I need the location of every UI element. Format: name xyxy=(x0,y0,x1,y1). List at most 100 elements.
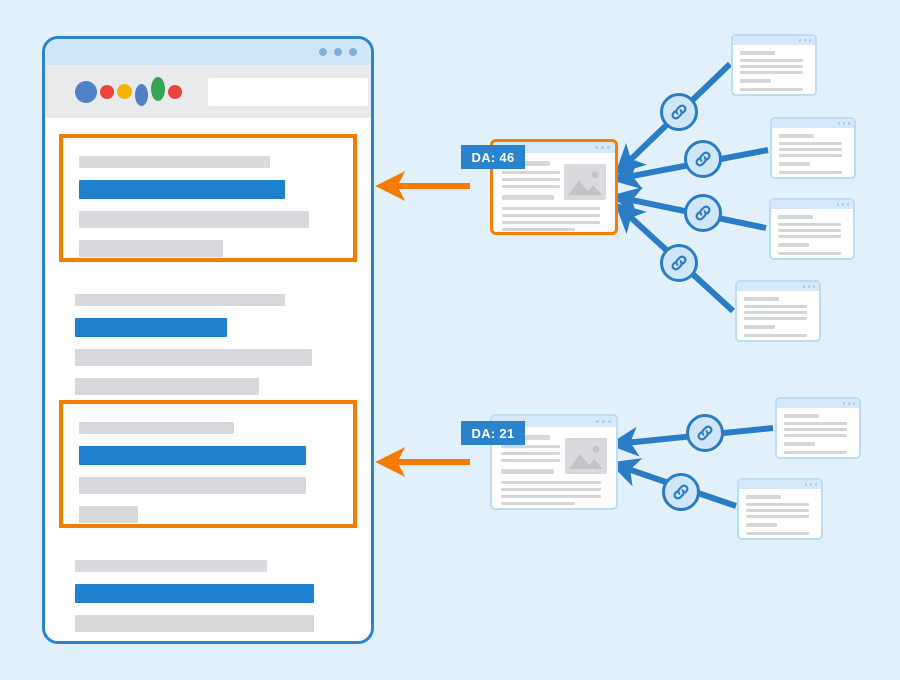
result-title-line[interactable] xyxy=(79,180,286,199)
browser-toolbar xyxy=(45,65,371,118)
result-desc-line xyxy=(75,378,259,395)
page-titlebar xyxy=(777,399,859,408)
link-badge-3 xyxy=(684,194,722,232)
chain-link-icon xyxy=(695,151,711,167)
page-dot-2 xyxy=(841,203,844,206)
link-badge-6 xyxy=(662,473,700,511)
result-url-line xyxy=(75,560,267,572)
page-dot-1 xyxy=(802,285,805,288)
page-titlebar xyxy=(772,119,854,128)
page-titlebar xyxy=(739,480,821,489)
page-text-line xyxy=(502,221,600,224)
page-text-line xyxy=(746,532,809,535)
page-body xyxy=(772,128,854,177)
page-text-line xyxy=(744,305,807,308)
page-dot-2 xyxy=(803,39,806,42)
page-text-line xyxy=(784,457,847,459)
result-url-line xyxy=(75,294,286,306)
page-text-line xyxy=(744,325,776,329)
result-desc-line xyxy=(79,211,309,228)
search-input[interactable] xyxy=(208,77,368,106)
page-text-line xyxy=(740,71,803,74)
search-results-list xyxy=(45,118,371,641)
page-text-line xyxy=(746,503,809,506)
page-dot-1 xyxy=(804,483,807,486)
window-dot-3 xyxy=(349,48,357,56)
link-badge-5 xyxy=(686,414,724,452)
page-text-line xyxy=(746,495,782,499)
page-text-line xyxy=(501,435,550,440)
da-badge-46: DA: 46 xyxy=(461,145,525,169)
page-text-line xyxy=(778,215,814,219)
page-dot-2 xyxy=(847,402,850,405)
search-engine-logo xyxy=(75,77,182,107)
search-result-4[interactable] xyxy=(59,542,357,641)
result-title-line[interactable] xyxy=(75,318,227,337)
referring-site-card-4[interactable] xyxy=(735,280,821,342)
page-text-line xyxy=(779,154,842,157)
serp-browser-window xyxy=(42,36,374,644)
page-text-line xyxy=(501,445,561,448)
page-text-line xyxy=(784,414,820,418)
page-dot-2 xyxy=(601,146,604,149)
page-text-line xyxy=(779,171,842,174)
page-body xyxy=(733,45,815,94)
page-dot-1 xyxy=(842,402,845,405)
page-text-line xyxy=(740,51,776,55)
search-result-1[interactable] xyxy=(59,134,357,262)
chain-link-icon xyxy=(671,255,687,271)
result-desc-line xyxy=(79,240,224,257)
page-text-line xyxy=(502,171,561,174)
page-text-line xyxy=(502,161,550,166)
referring-site-card-2[interactable] xyxy=(770,117,856,179)
page-text-line xyxy=(779,162,811,166)
page-text-line xyxy=(744,340,807,342)
page-dot-1 xyxy=(798,39,801,42)
page-text-line xyxy=(744,317,807,320)
page-text-line xyxy=(784,451,847,454)
result-url-line xyxy=(79,156,270,168)
browser-titlebar xyxy=(45,39,371,65)
page-text-line xyxy=(744,334,807,337)
page-text-line xyxy=(779,134,815,138)
referring-site-card-1[interactable] xyxy=(731,34,817,96)
page-text-line xyxy=(502,178,561,181)
referring-site-card-6[interactable] xyxy=(737,478,823,540)
page-text-line xyxy=(778,223,841,226)
page-image-placeholder xyxy=(564,164,606,200)
page-text-line xyxy=(502,185,561,188)
page-dot-3 xyxy=(814,483,817,486)
referring-site-card-3[interactable] xyxy=(769,198,855,260)
page-text-line xyxy=(740,88,803,91)
page-text-line xyxy=(744,297,780,301)
result-desc-line xyxy=(79,477,307,494)
search-result-3[interactable] xyxy=(59,400,357,528)
ranking-page-da-46[interactable] xyxy=(490,139,618,235)
page-dot-1 xyxy=(596,420,599,423)
page-dot-3 xyxy=(812,285,815,288)
page-text-line xyxy=(778,258,841,260)
link-badge-1 xyxy=(660,93,698,131)
page-body xyxy=(739,489,821,538)
page-titlebar xyxy=(737,282,819,291)
page-text-line xyxy=(778,252,841,255)
page-titlebar xyxy=(733,36,815,45)
referring-site-card-5[interactable] xyxy=(775,397,861,459)
page-text-line xyxy=(501,459,561,462)
window-dot-1 xyxy=(319,48,327,56)
page-dot-2 xyxy=(602,420,605,423)
page-dot-3 xyxy=(608,420,611,423)
result-title-line[interactable] xyxy=(79,446,307,465)
result-title-line[interactable] xyxy=(75,584,315,603)
link-badge-2 xyxy=(684,140,722,178)
page-text-line xyxy=(502,228,575,231)
page-text-line xyxy=(778,243,810,247)
page-dot-2 xyxy=(807,285,810,288)
search-result-2[interactable] xyxy=(59,276,357,398)
page-dot-1 xyxy=(836,203,839,206)
page-body xyxy=(493,153,615,232)
page-text-line xyxy=(744,311,807,314)
page-dot-3 xyxy=(846,203,849,206)
window-dot-2 xyxy=(334,48,342,56)
